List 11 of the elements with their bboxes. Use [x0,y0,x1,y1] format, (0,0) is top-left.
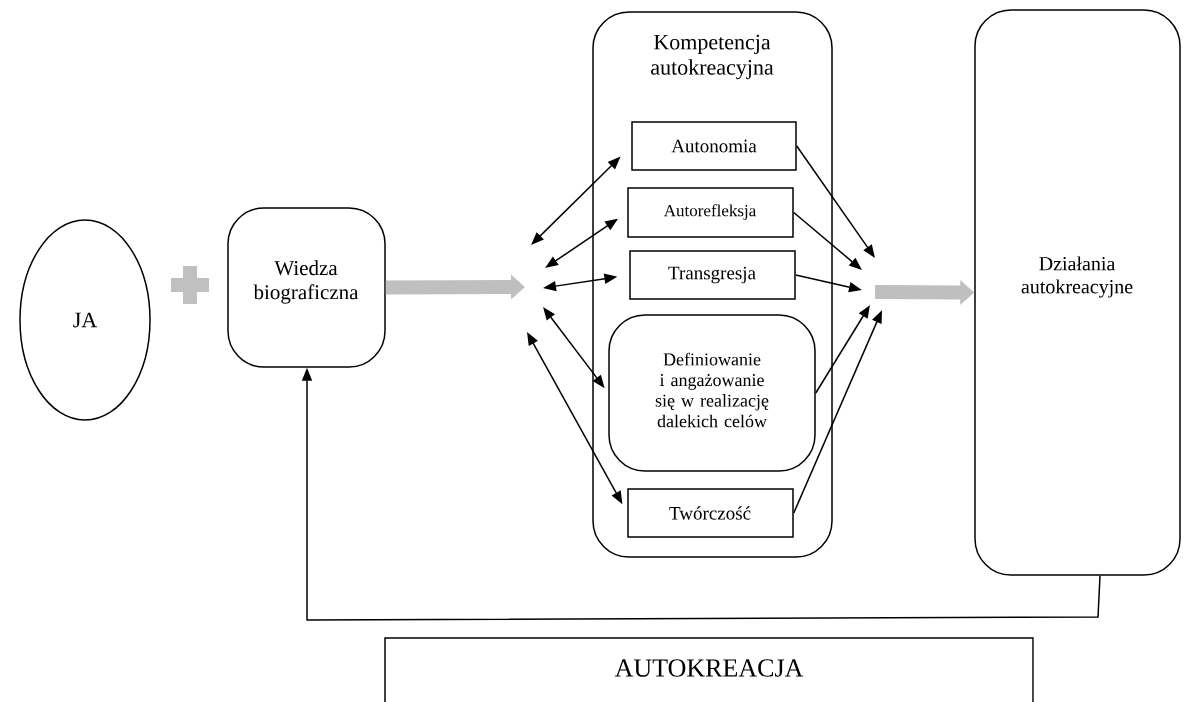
process-box: Autorefleksja [627,187,794,238]
arrow [796,145,875,258]
arrow [793,211,862,270]
title-box: AUTOKREACJA [384,637,1034,702]
oval-node: JA [19,219,151,421]
process-box: Twórczość [627,488,794,538]
rounded-box: Definiowanie i angażowanie się w realizację dalekich celów [608,314,816,472]
rounded-box: Działania autokreacyjne [974,9,1181,576]
process-box: Autonomia [631,121,797,171]
process-box: Transgresja [629,250,796,300]
rounded-box: Wiedza biograficzna [227,207,386,368]
